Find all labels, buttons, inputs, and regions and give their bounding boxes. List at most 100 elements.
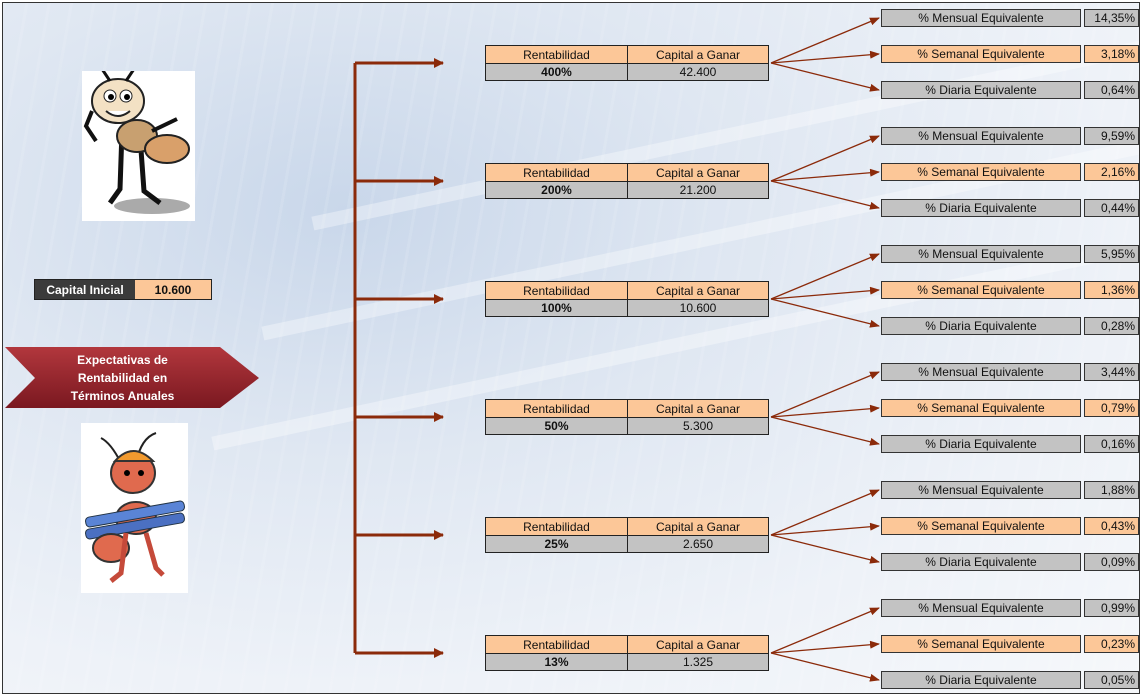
semanal-value: 0,23% [1084, 635, 1139, 653]
diaria-connector [770, 180, 880, 210]
rentabilidad-header: Rentabilidad [486, 400, 628, 418]
semanal-connector [770, 168, 880, 182]
diaria-connector [770, 416, 880, 446]
semanal-value: 2,16% [1084, 163, 1139, 181]
rentabilidad-value: 400% [486, 64, 628, 80]
mensual-label: % Mensual Equivalente [881, 599, 1081, 617]
connector-lines [353, 17, 880, 682]
mensual-value: 5,95% [1084, 245, 1139, 263]
capital-inicial-label: Capital Inicial [35, 280, 135, 299]
semanal-connector [770, 522, 880, 536]
diaria-value: 0,44% [1084, 199, 1139, 217]
diaria-label: % Diaria Equivalente [881, 553, 1081, 571]
capital-value: 42.400 [628, 64, 768, 80]
capital-header: Capital a Ganar [628, 518, 768, 536]
rentabilidad-value: 100% [486, 300, 628, 316]
mensual-connector [770, 607, 880, 654]
diaria-connector [770, 62, 880, 92]
diaria-label: % Diaria Equivalente [881, 671, 1081, 689]
mensual-value: 9,59% [1084, 127, 1139, 145]
diaria-value: 0,28% [1084, 317, 1139, 335]
capital-value: 21.200 [628, 182, 768, 198]
ant-cartoon-icon [83, 68, 190, 214]
mensual-label: % Mensual Equivalente [881, 363, 1081, 381]
ant-cartoon-image [82, 68, 195, 221]
semanal-connector [770, 286, 880, 300]
rentabilidad-header: Rentabilidad [486, 282, 628, 300]
capital-value: 1.325 [628, 654, 768, 670]
semanal-label: % Semanal Equivalente [881, 635, 1081, 653]
semanal-connector [770, 404, 880, 418]
mensual-value: 3,44% [1084, 363, 1139, 381]
diaria-value: 0,09% [1084, 553, 1139, 571]
banner-line-1: Expectativas de [77, 353, 168, 367]
rentabilidad-header: Rentabilidad [486, 164, 628, 182]
mensual-value: 0,99% [1084, 599, 1139, 617]
semanal-label: % Semanal Equivalente [881, 163, 1081, 181]
rentabilidad-header: Rentabilidad [486, 518, 628, 536]
semanal-label: % Semanal Equivalente [881, 281, 1081, 299]
diaria-label: % Diaria Equivalente [881, 199, 1081, 217]
semanal-label: % Semanal Equivalente [881, 517, 1081, 535]
semanal-connector [770, 50, 880, 64]
rentabilidad-value: 200% [486, 182, 628, 198]
diaria-label: % Diaria Equivalente [881, 81, 1081, 99]
diaria-connector [770, 298, 880, 328]
rentabilidad-header: Rentabilidad [486, 46, 628, 64]
diaria-connector [770, 652, 880, 682]
mensual-label: % Mensual Equivalente [881, 481, 1081, 499]
capital-header: Capital a Ganar [628, 400, 768, 418]
diaria-value: 0,05% [1084, 671, 1139, 689]
mensual-connector [770, 489, 880, 536]
mensual-connector [770, 253, 880, 300]
mensual-connector [770, 371, 880, 418]
expectativas-banner: Expectativas de Rentabilidad en Términos… [5, 347, 260, 409]
capital-header: Capital a Ganar [628, 46, 768, 64]
mensual-connector [770, 135, 880, 182]
capital-header: Capital a Ganar [628, 282, 768, 300]
worker-ant-icon [85, 432, 185, 583]
rentabilidad-value: 50% [486, 418, 628, 434]
capital-header: Capital a Ganar [628, 636, 768, 654]
semanal-value: 1,36% [1084, 281, 1139, 299]
mensual-label: % Mensual Equivalente [881, 127, 1081, 145]
diaria-value: 0,64% [1084, 81, 1139, 99]
semanal-value: 0,43% [1084, 517, 1139, 535]
semanal-value: 0,79% [1084, 399, 1139, 417]
capital-value: 2.650 [628, 536, 768, 552]
capital-inicial-value: 10.600 [135, 280, 211, 299]
banner-line-3: Términos Anuales [70, 389, 175, 403]
worker-ant-image [81, 423, 188, 593]
diaria-label: % Diaria Equivalente [881, 435, 1081, 453]
banner-shape-icon [5, 347, 259, 408]
mensual-value: 14,35% [1084, 9, 1139, 27]
semanal-label: % Semanal Equivalente [881, 399, 1081, 417]
semanal-value: 3,18% [1084, 45, 1139, 63]
mensual-value: 1,88% [1084, 481, 1139, 499]
rentabilidad-value: 25% [486, 536, 628, 552]
diaria-label: % Diaria Equivalente [881, 317, 1081, 335]
capital-value: 10.600 [628, 300, 768, 316]
rentabilidad-header: Rentabilidad [486, 636, 628, 654]
